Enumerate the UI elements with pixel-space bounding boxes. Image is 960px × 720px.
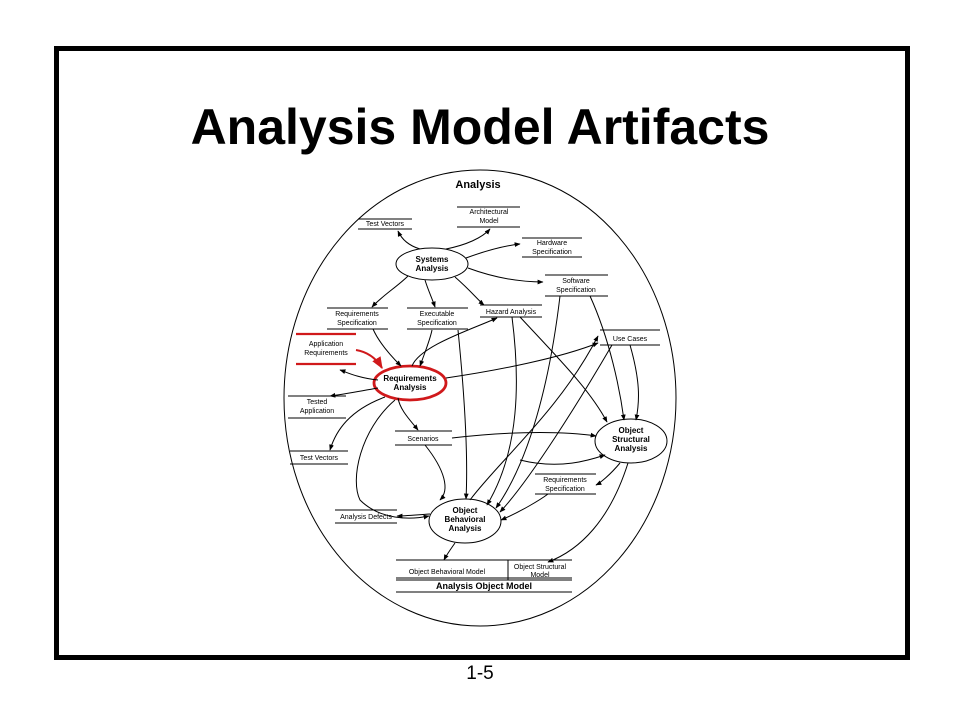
flow-arrows	[329, 228, 640, 563]
artifact-architectural-model: Architectural Model	[457, 206, 520, 228]
svg-text:Test Vectors: Test Vectors	[300, 455, 339, 462]
svg-text:Specification: Specification	[545, 486, 585, 493]
svg-text:Analysis: Analysis	[449, 524, 482, 533]
artifact-requirements-specification-left: Requirements Specification	[327, 307, 388, 330]
artifact-hazard-analysis: Hazard Analysis	[480, 304, 542, 318]
svg-text:Behavioral: Behavioral	[445, 515, 486, 524]
artifact-analysis-defects: Analysis Defects	[335, 509, 397, 524]
svg-text:Scenarios: Scenarios	[407, 436, 439, 443]
requirements-analysis-process: Requirements Analysis	[372, 364, 448, 402]
highlight-arrow	[355, 349, 383, 370]
object-structural-analysis-process: Object Structural Analysis	[594, 418, 668, 464]
object-behavioral-analysis-process: Object Behavioral Analysis	[428, 498, 502, 544]
svg-text:Tested: Tested	[307, 399, 328, 406]
svg-text:Structural: Structural	[612, 435, 650, 444]
artifact-application-requirements: Application Requirements	[296, 332, 356, 366]
artifact-hardware-specification: Hardware Specification	[522, 237, 582, 258]
svg-text:Test Vectors: Test Vectors	[366, 221, 405, 228]
artifact-use-cases: Use Cases	[600, 329, 660, 346]
slide-title: Analysis Model Artifacts	[190, 99, 770, 155]
artifact-test-vectors-top: Test Vectors	[358, 218, 412, 230]
svg-text:Requirements: Requirements	[543, 477, 587, 484]
svg-text:Analysis: Analysis	[394, 383, 427, 392]
artifact-executable-specification: Executable Specification	[407, 307, 468, 330]
slide-frame	[54, 46, 910, 660]
svg-text:Model: Model	[479, 218, 499, 225]
svg-text:Specification: Specification	[337, 320, 377, 327]
svg-text:Architectural: Architectural	[470, 209, 509, 216]
svg-text:Use Cases: Use Cases	[613, 336, 648, 343]
svg-text:Systems: Systems	[416, 255, 449, 264]
analysis-boundary	[283, 169, 677, 627]
analysis-object-model: Object Behavioral Model Object Structura…	[396, 559, 572, 593]
object-behavioral-model-label: Object Behavioral Model	[409, 569, 486, 576]
page-number: 1-5	[466, 663, 494, 684]
artifact-tested-application: Tested Application	[288, 395, 346, 419]
svg-text:Hazard Analysis: Hazard Analysis	[486, 309, 537, 316]
artifact-scenarios: Scenarios	[395, 430, 452, 446]
svg-text:Analysis: Analysis	[416, 264, 449, 273]
svg-text:Analysis Defects: Analysis Defects	[340, 514, 392, 521]
artifact-requirements-specification-right: Requirements Specification	[535, 473, 596, 495]
object-structural-model-label-2: Model	[530, 572, 550, 579]
svg-text:Specification: Specification	[532, 249, 572, 256]
artifact-test-vectors-bottom: Test Vectors	[290, 450, 348, 465]
svg-text:Application: Application	[309, 341, 343, 348]
systems-analysis-process: Systems Analysis	[395, 247, 469, 281]
svg-text:Requirements: Requirements	[383, 374, 437, 383]
svg-text:Software: Software	[562, 278, 590, 285]
svg-text:Executable: Executable	[420, 311, 455, 318]
svg-text:Analysis: Analysis	[615, 444, 648, 453]
svg-text:Object: Object	[453, 506, 478, 515]
svg-text:Requirements: Requirements	[304, 350, 348, 357]
artifact-software-specification: Software Specification	[545, 274, 608, 297]
svg-text:Specification: Specification	[417, 320, 457, 327]
object-structural-model-label-1: Object Structural	[514, 564, 567, 571]
svg-text:Object: Object	[619, 426, 644, 435]
svg-text:Specification: Specification	[556, 287, 596, 294]
svg-text:Application: Application	[300, 408, 334, 415]
svg-text:Requirements: Requirements	[335, 311, 379, 318]
analysis-object-model-label: Analysis Object Model	[436, 581, 532, 591]
analysis-label: Analysis	[455, 179, 500, 191]
svg-text:Hardware: Hardware	[537, 240, 567, 247]
